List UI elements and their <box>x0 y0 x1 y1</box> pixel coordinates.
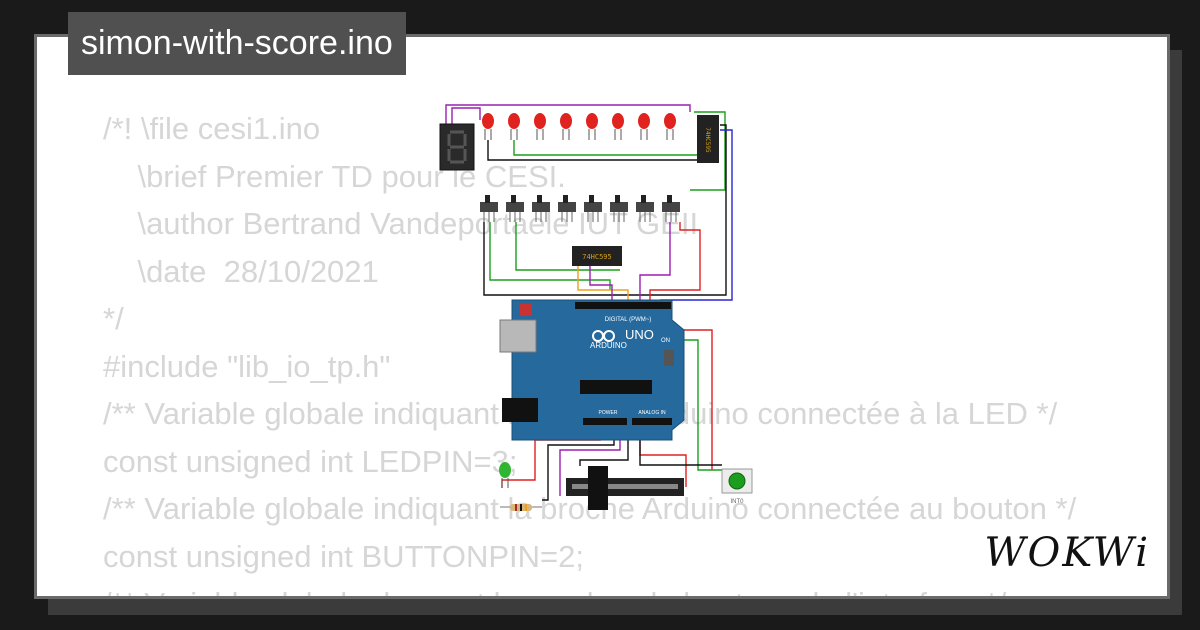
code-line: #include "lib_io_tp.h" <box>103 348 391 384</box>
code-line: const unsigned int BUTTONPIN=2; <box>103 538 585 574</box>
wokwi-logo: WOKWi <box>984 530 1150 576</box>
wire <box>660 129 733 301</box>
code-preview: /*! \file cesi1.ino \brief Premier TD po… <box>103 105 1077 596</box>
board-model: UNO <box>625 327 654 342</box>
wire <box>451 107 481 124</box>
slide-switch[interactable] <box>584 195 602 222</box>
wire <box>515 222 620 271</box>
push-button[interactable]: INT0 <box>721 468 753 505</box>
power-header <box>583 418 627 425</box>
wire <box>577 266 629 300</box>
red-led <box>482 113 494 140</box>
code-line: /** Variable globale indiquant la broche… <box>103 491 1077 526</box>
red-led <box>560 113 572 140</box>
code-line: /** Variable globale indiquant la broche… <box>103 396 1058 431</box>
digital-header <box>575 302 671 309</box>
slide-switch[interactable] <box>636 195 654 222</box>
code-line: /*! \file cesi1.ino <box>103 111 321 146</box>
wire <box>639 222 671 300</box>
green-led <box>499 462 511 488</box>
power-label: POWER <box>599 410 618 416</box>
slide-switch[interactable] <box>532 195 550 222</box>
slide-switch[interactable] <box>506 195 524 222</box>
wire <box>579 425 629 466</box>
red-led <box>534 113 546 140</box>
wire <box>445 104 691 124</box>
reset-button[interactable] <box>520 304 532 316</box>
code-line: */ <box>103 301 124 336</box>
wire <box>649 222 701 300</box>
microcontroller-chip <box>580 380 652 394</box>
wire <box>690 111 726 191</box>
wire <box>487 140 705 161</box>
wire <box>639 430 722 466</box>
usb-port <box>499 319 537 353</box>
icsp-header <box>664 350 674 366</box>
red-led <box>508 113 520 140</box>
code-line: \author Bertrand Vandeportaele IUT GEII <box>103 206 699 241</box>
push-button-caption: INT0 <box>730 499 744 505</box>
shift-register-top-label: 74HC595 <box>704 127 711 153</box>
code-line: \date 28/10/2021 <box>103 253 379 289</box>
shift-register-middle-label: 74HC595 <box>582 253 612 261</box>
led-row <box>482 113 676 140</box>
slide-switch[interactable] <box>480 195 498 222</box>
red-led <box>612 113 624 140</box>
code-line: \brief Premier TD pour le CESI. <box>103 158 566 194</box>
red-led <box>664 113 676 140</box>
red-led <box>586 113 598 140</box>
seven-segment-display <box>439 123 475 171</box>
board-brand: ARDUINO <box>590 341 627 350</box>
switch-row <box>480 195 680 222</box>
infinity-logo-icon <box>603 330 615 342</box>
shift-register-top: 74HC595 <box>697 115 719 163</box>
slide-switch[interactable] <box>558 195 576 222</box>
wire <box>483 124 727 296</box>
red-led <box>638 113 650 140</box>
slide-switch[interactable] <box>610 195 628 222</box>
shift-register-middle: 74HC595 <box>572 246 622 266</box>
slide-switch[interactable] <box>662 195 680 222</box>
power-jack <box>502 398 538 422</box>
resistor <box>500 504 542 511</box>
digital-label: DIGITAL (PWM~) <box>605 317 652 323</box>
code-line: /** Variable globale donnant le nombre d… <box>103 580 1076 596</box>
arduino-uno-board[interactable]: DIGITAL (PWM~) UNO ARDUINO ON POWER ANAL… <box>499 299 685 441</box>
analog-label: ANALOG IN <box>638 410 666 416</box>
code-line: const unsigned int LEDPIN=3; <box>103 443 518 479</box>
on-label: ON <box>661 338 670 344</box>
wire <box>589 266 613 300</box>
wire <box>513 140 713 156</box>
project-title: simon-with-score.ino <box>68 12 406 75</box>
slide-potentiometer[interactable] <box>566 466 684 510</box>
analog-header <box>632 418 672 425</box>
